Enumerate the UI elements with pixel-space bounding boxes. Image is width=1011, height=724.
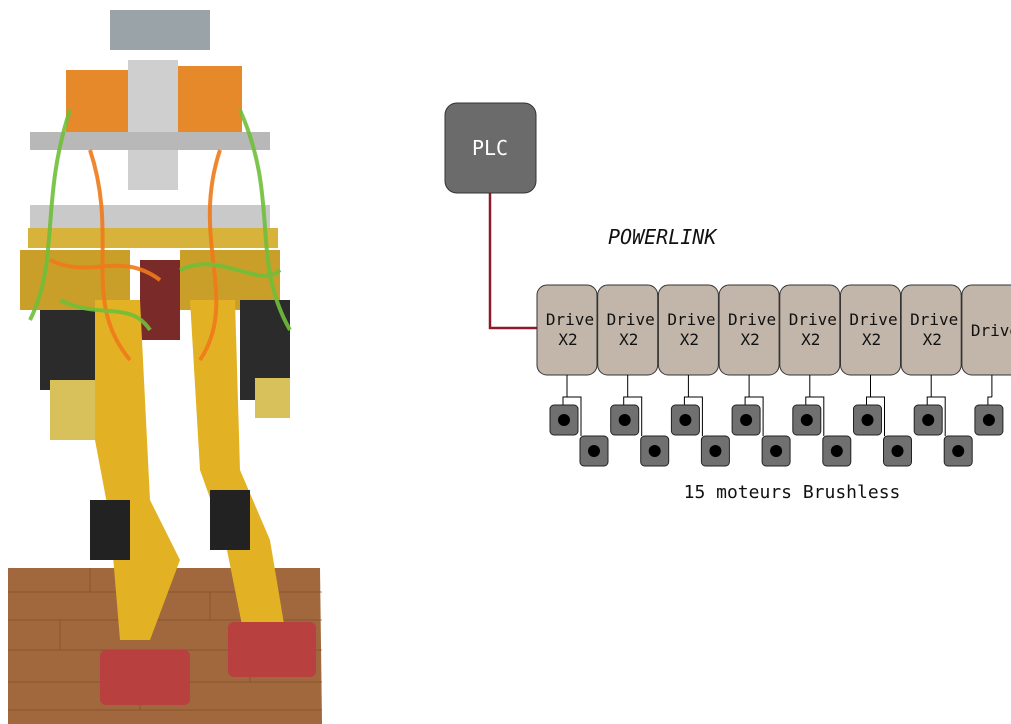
powerlink-bus-line xyxy=(490,193,537,328)
drive-label: Drive xyxy=(728,310,776,329)
motor-node xyxy=(641,436,669,466)
motor-wire xyxy=(988,397,992,405)
drive-label: Drive xyxy=(910,310,958,329)
drive-sublabel: X2 xyxy=(801,330,820,349)
drive-sublabel: X2 xyxy=(740,330,759,349)
motor-wire xyxy=(867,397,871,405)
drive-label: Drive xyxy=(849,310,897,329)
drive-label: Drive xyxy=(789,310,837,329)
motor-wire xyxy=(806,397,810,405)
motor-node xyxy=(944,436,972,466)
motor-node xyxy=(823,436,851,466)
drive-sublabel: X2 xyxy=(680,330,699,349)
plc-label: PLC xyxy=(472,136,508,160)
motor-wire xyxy=(624,397,628,405)
drive-label: Drive xyxy=(546,310,594,329)
motor-wire xyxy=(563,397,567,405)
motor-wire xyxy=(745,397,749,405)
motor-node xyxy=(884,436,912,466)
motor-node xyxy=(914,405,942,435)
drive-label: Drive xyxy=(971,321,1011,340)
motor-node xyxy=(611,405,639,435)
motor-node xyxy=(854,405,882,435)
drive-node: Drive xyxy=(962,285,1011,375)
drives-group: DriveX2DriveX2DriveX2DriveX2DriveX2Drive… xyxy=(537,285,1011,375)
plc-node: PLC xyxy=(445,103,536,193)
motor-node xyxy=(732,405,760,435)
drive-label: Drive xyxy=(667,310,715,329)
motor-node xyxy=(550,405,578,435)
motor-node xyxy=(580,436,608,466)
motor-node xyxy=(793,405,821,435)
motors-group xyxy=(550,375,1003,466)
motor-node xyxy=(975,405,1003,435)
motor-node xyxy=(671,405,699,435)
motor-node xyxy=(762,436,790,466)
drive-sublabel: X2 xyxy=(558,330,577,349)
drive-sublabel: X2 xyxy=(619,330,638,349)
motor-node xyxy=(701,436,729,466)
drive-sublabel: X2 xyxy=(862,330,881,349)
drive-sublabel: X2 xyxy=(923,330,942,349)
motor-wire xyxy=(684,397,688,405)
drive-label: Drive xyxy=(607,310,655,329)
motor-count-label: 15 moteurs Brushless xyxy=(684,482,901,503)
motor-wire xyxy=(927,397,931,405)
powerlink-label: POWERLINK xyxy=(608,225,718,249)
